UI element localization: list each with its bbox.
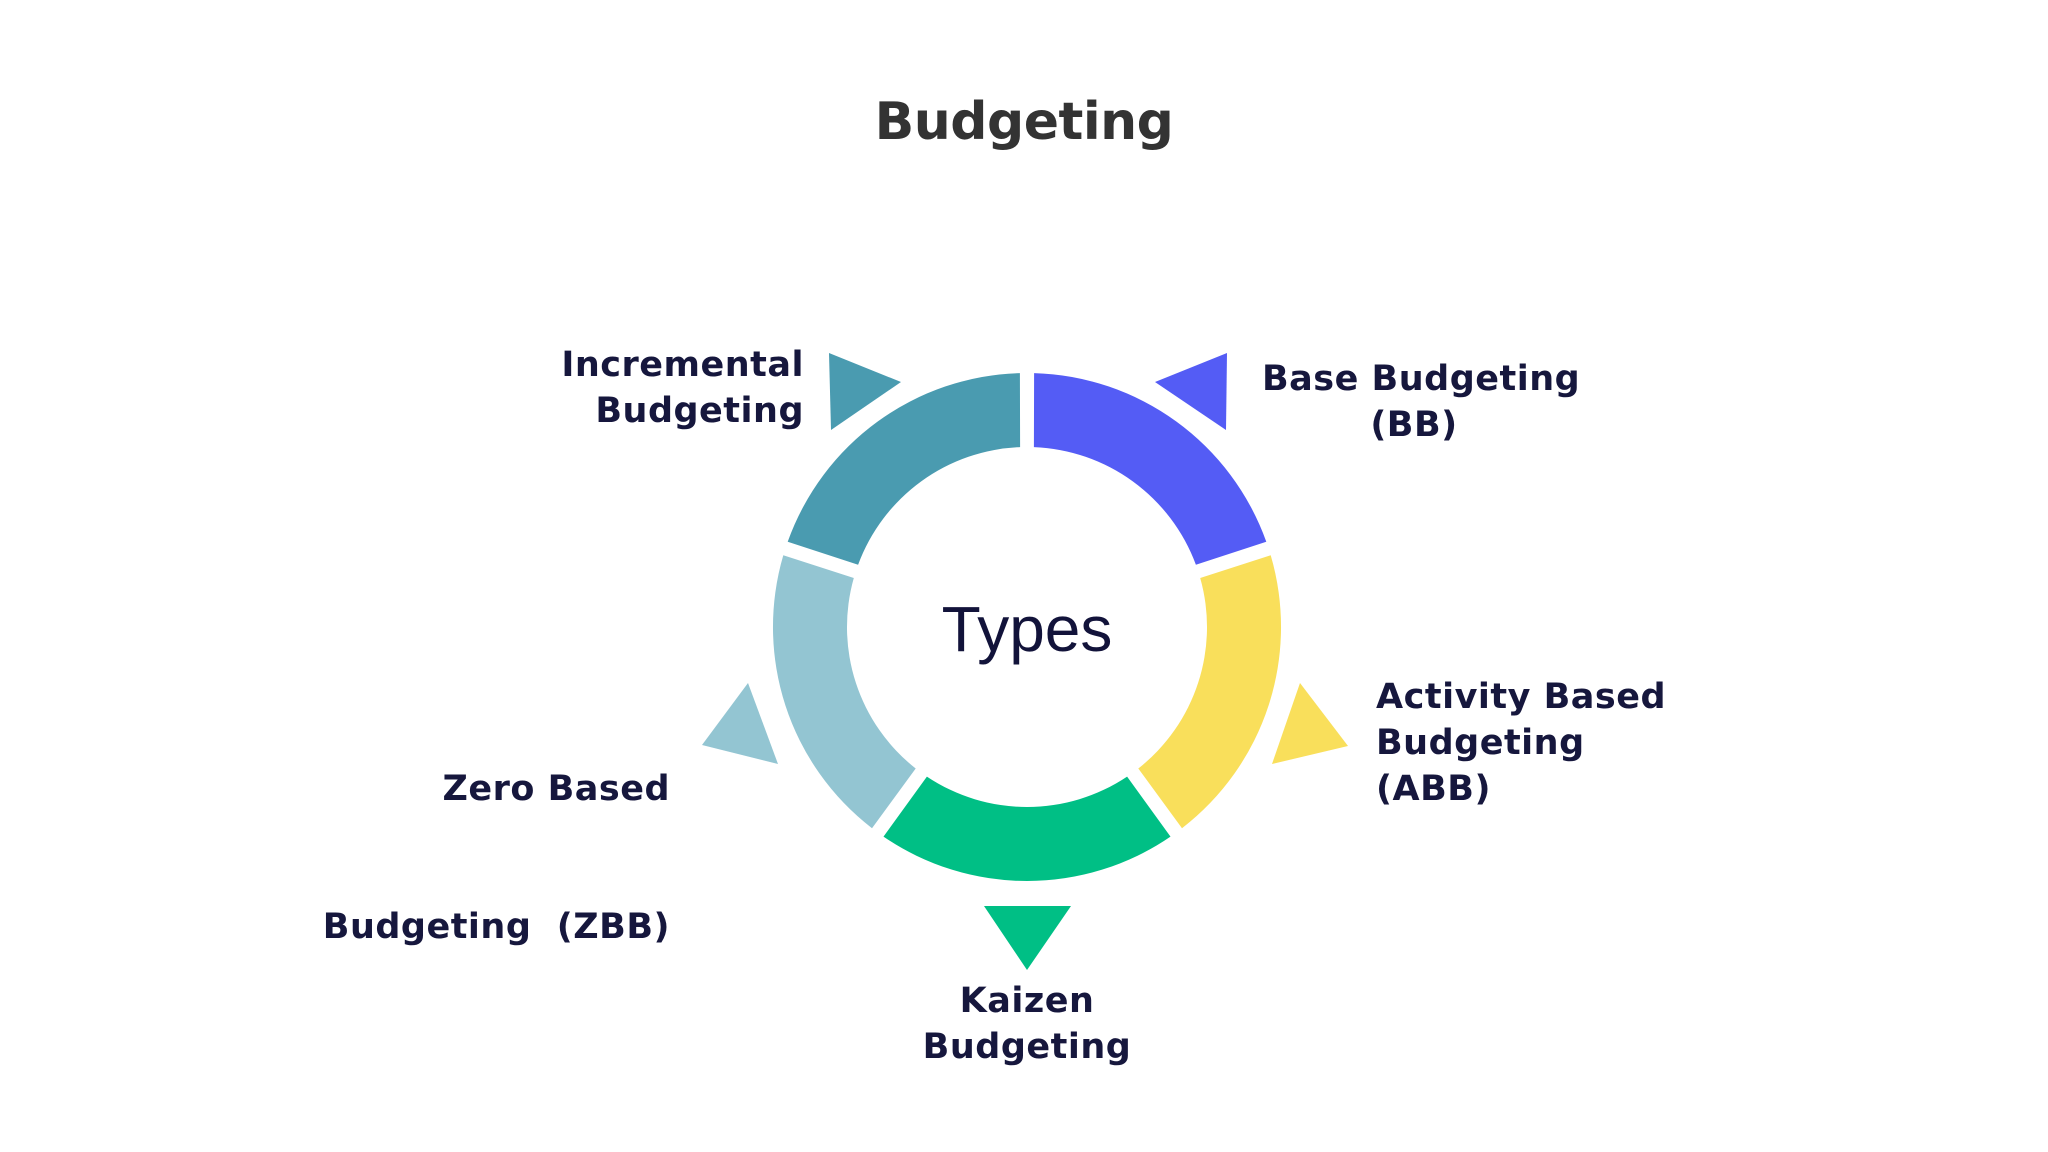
label-activity-line-3: (ABB): [1376, 769, 1491, 809]
triangle-arrow-zero-icon: [702, 683, 778, 764]
label-activity-line-2: Budgeting: [1376, 723, 1585, 763]
ring-segment-incremental: [787, 373, 1021, 565]
label-incremental-line-1: Incremental: [561, 345, 804, 385]
label-kaizen: Kaizen Budgeting: [877, 978, 1177, 1070]
label-zero-line-2: Budgeting (ZBB): [322, 907, 670, 947]
label-kaizen-line-1: Kaizen: [959, 981, 1095, 1021]
label-base-line-2: (BB): [1370, 405, 1458, 445]
label-activity-line-1: Activity Based: [1376, 677, 1667, 717]
label-zero: Zero Based Budgeting (ZBB): [323, 674, 670, 996]
center-label: Types: [941, 593, 1113, 665]
ring-segment-zero: [772, 555, 916, 829]
triangle-arrow-base-icon: [1155, 353, 1227, 430]
page-title: Budgeting: [874, 92, 1174, 152]
triangle-arrow-activity-icon: [1272, 683, 1348, 764]
label-base-line-1: Base Budgeting: [1262, 359, 1581, 399]
label-zero-line-1: Zero Based: [442, 769, 670, 809]
label-incremental: Incremental Budgeting: [561, 342, 804, 434]
label-incremental-line-2: Budgeting: [595, 391, 804, 431]
ring-segment-kaizen: [883, 776, 1171, 882]
ring-segment-base: [1033, 373, 1267, 565]
ring-segment-activity: [1138, 555, 1282, 829]
triangle-arrow-incremental-icon: [829, 353, 901, 430]
triangle-arrow-kaizen-icon: [984, 906, 1071, 970]
label-base: Base Budgeting (BB): [1262, 356, 1581, 448]
label-activity: Activity Based Budgeting (ABB): [1376, 674, 1666, 812]
label-kaizen-line-2: Budgeting: [922, 1027, 1132, 1067]
